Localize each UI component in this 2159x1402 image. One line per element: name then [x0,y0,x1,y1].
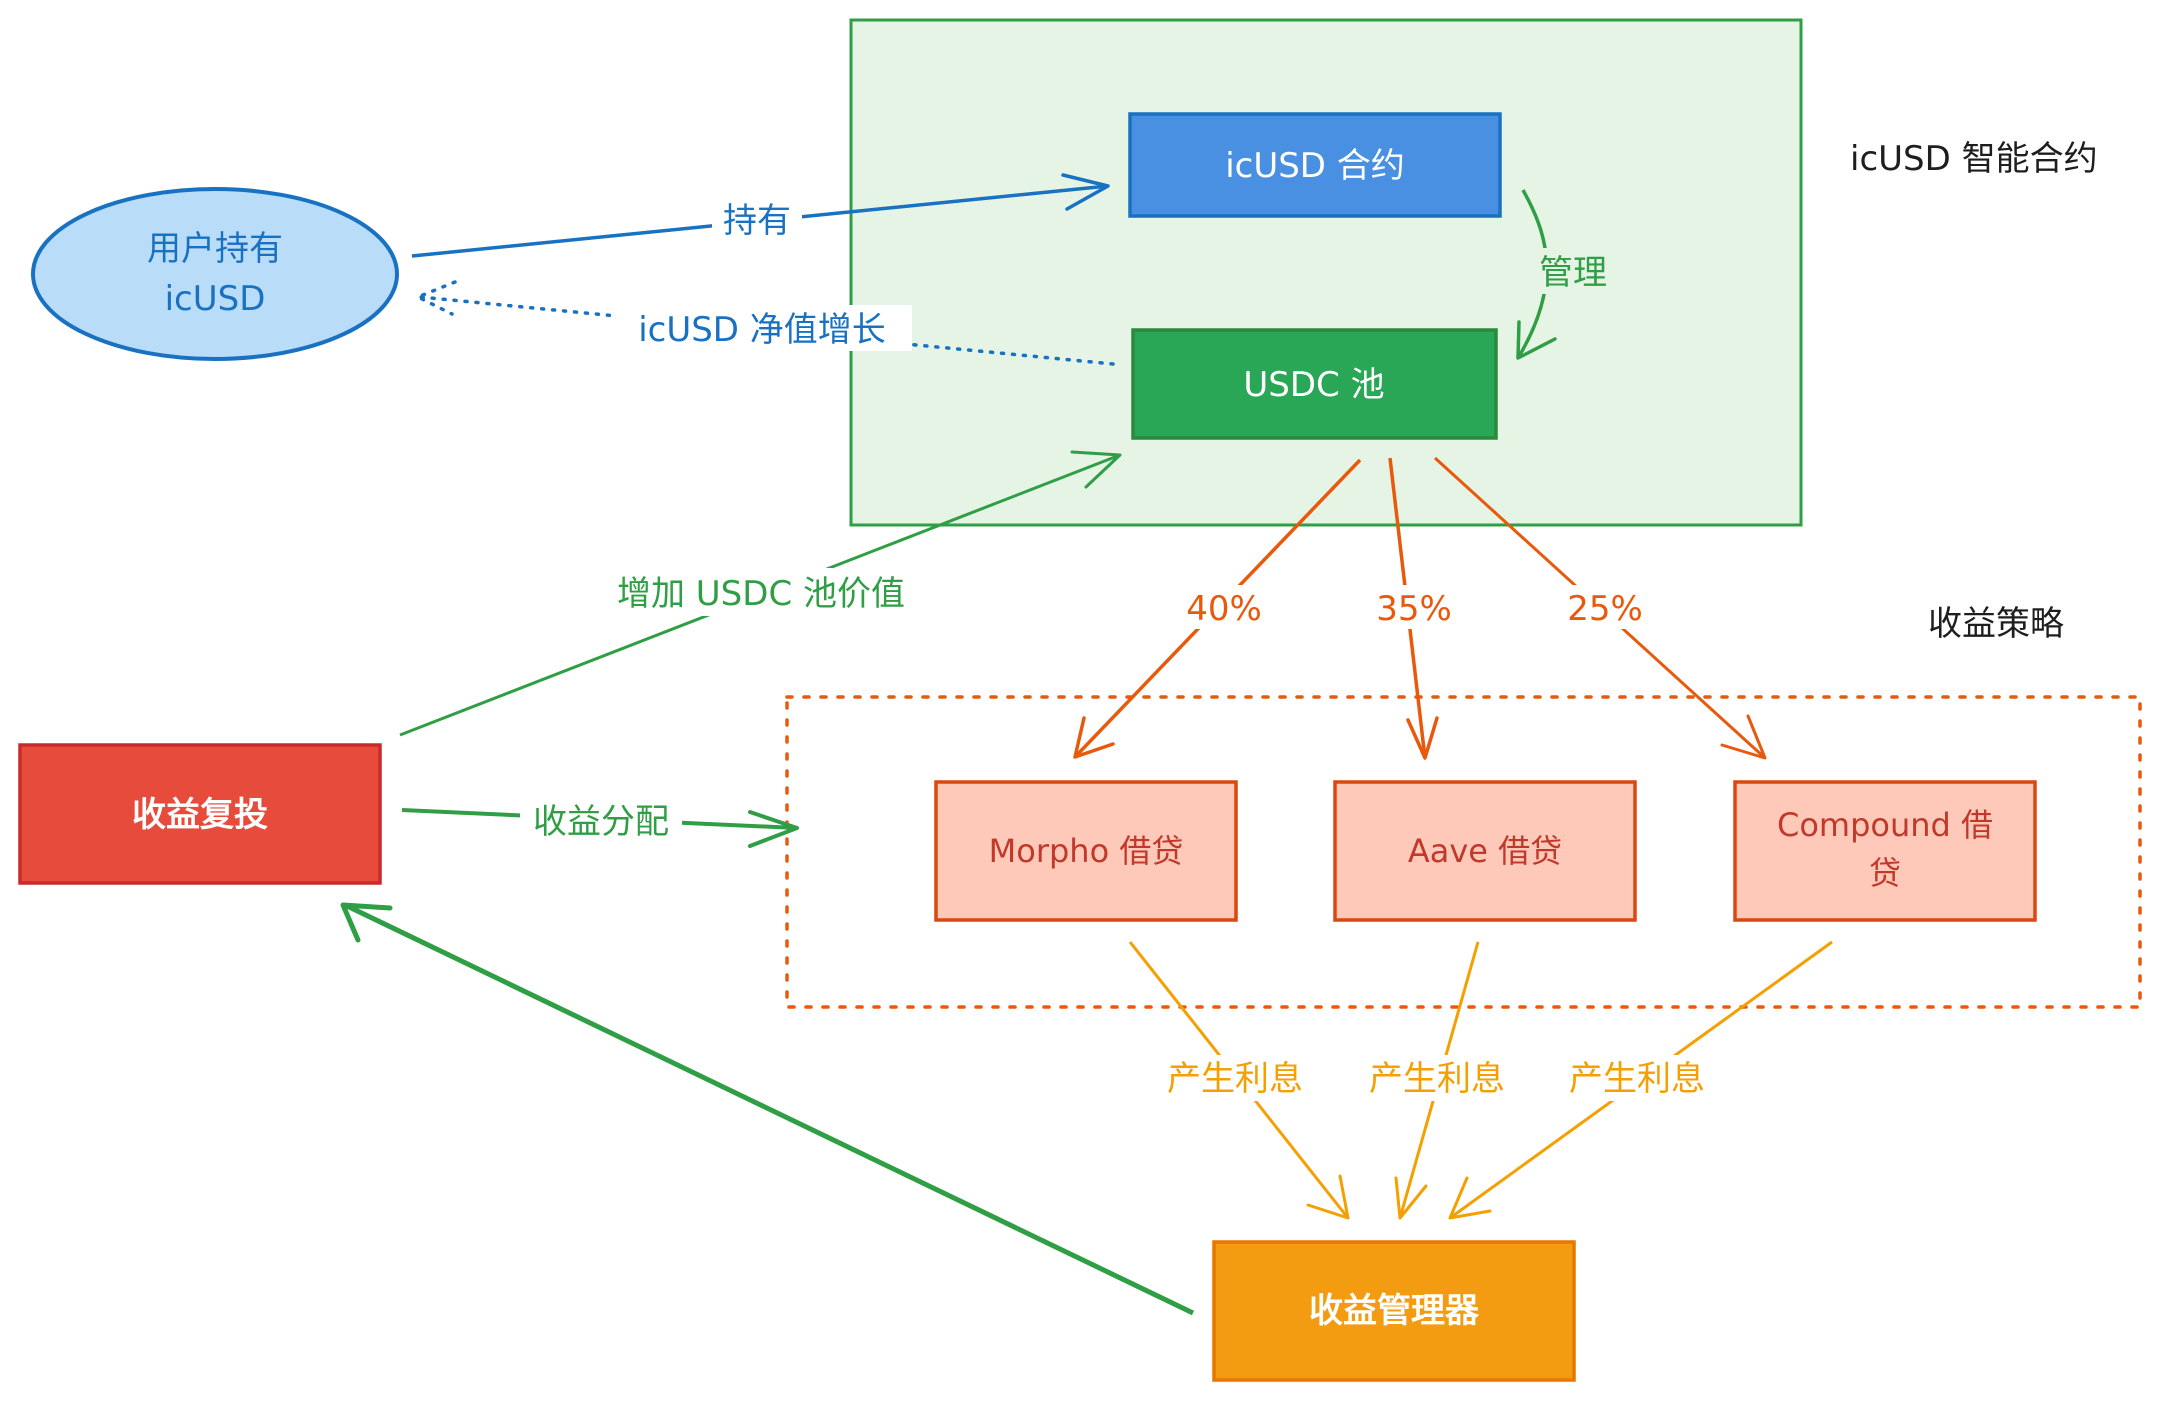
node-user[interactable]: 用户持有 icUSD [31,187,399,361]
node-yield-manager[interactable]: 收益管理器 [1212,1240,1576,1382]
node-compound[interactable]: Compound 借 贷 [1733,780,2037,922]
node-reinvest[interactable]: 收益复投 [18,743,382,885]
node-compound-line2: 贷 [1869,854,1901,892]
strategy-group-label: 收益策略 [1928,604,2064,644]
node-compound-line1: Compound 借 [1777,806,1993,844]
edge-nav-growth [413,280,1115,366]
node-usdc-pool[interactable]: USDC 池 [1131,328,1498,440]
edge-label-interest-morpho: 产生利息 [1155,1055,1315,1101]
edge-label-increase-pool: 增加 USDC 池价值 [585,568,937,616]
edge-label-hold-text: 持有 [723,201,791,241]
edge-label-alloc-morpho: 40% [1176,585,1272,629]
node-yield-manager-label: 收益管理器 [1309,1291,1480,1331]
edge-label-interest-compound-text: 产生利息 [1569,1059,1705,1099]
contract-group-box [849,18,1803,527]
edge-label-manage: 管理 [1530,248,1618,294]
edge-label-alloc-compound: 25% [1557,585,1653,629]
node-aave-label: Aave 借贷 [1408,832,1562,870]
edge-label-interest-aave: 产生利息 [1357,1055,1517,1101]
node-icusd-contract[interactable]: icUSD 合约 [1128,112,1502,218]
edge-label-hold: 持有 [712,196,802,242]
edge-label-alloc-compound-text: 25% [1567,589,1643,629]
node-usdc-pool-label: USDC 池 [1243,365,1384,405]
edge-label-interest-compound: 产生利息 [1557,1055,1717,1101]
edge-label-distribute-text: 收益分配 [533,802,669,842]
node-user-line1: 用户持有 [147,229,283,269]
edge-label-alloc-aave: 35% [1366,585,1462,629]
node-icusd-contract-label: icUSD 合约 [1225,146,1405,186]
edge-label-manage-text: 管理 [1539,253,1607,293]
edge-label-nav-growth-text: icUSD 净值增长 [638,310,886,350]
edge-label-interest-aave-text: 产生利息 [1369,1059,1505,1099]
edge-manager-to-reinvest [340,902,1195,1316]
edge-label-distribute: 收益分配 [520,797,682,843]
node-reinvest-label: 收益复投 [132,795,268,835]
edge-label-alloc-morpho-text: 40% [1186,589,1262,629]
contract-group-label: icUSD 智能合约 [1850,139,2098,179]
node-user-line2: icUSD [165,279,266,319]
edge-label-alloc-aave-text: 35% [1376,589,1452,629]
node-morpho[interactable]: Morpho 借贷 [934,780,1238,922]
edge-label-interest-morpho-text: 产生利息 [1167,1059,1303,1099]
node-aave[interactable]: Aave 借贷 [1333,780,1637,922]
edge-label-nav-growth: icUSD 净值增长 [612,305,912,351]
node-morpho-label: Morpho 借贷 [989,832,1184,870]
edge-label-increase-pool-text: 增加 USDC 池价值 [617,574,905,614]
